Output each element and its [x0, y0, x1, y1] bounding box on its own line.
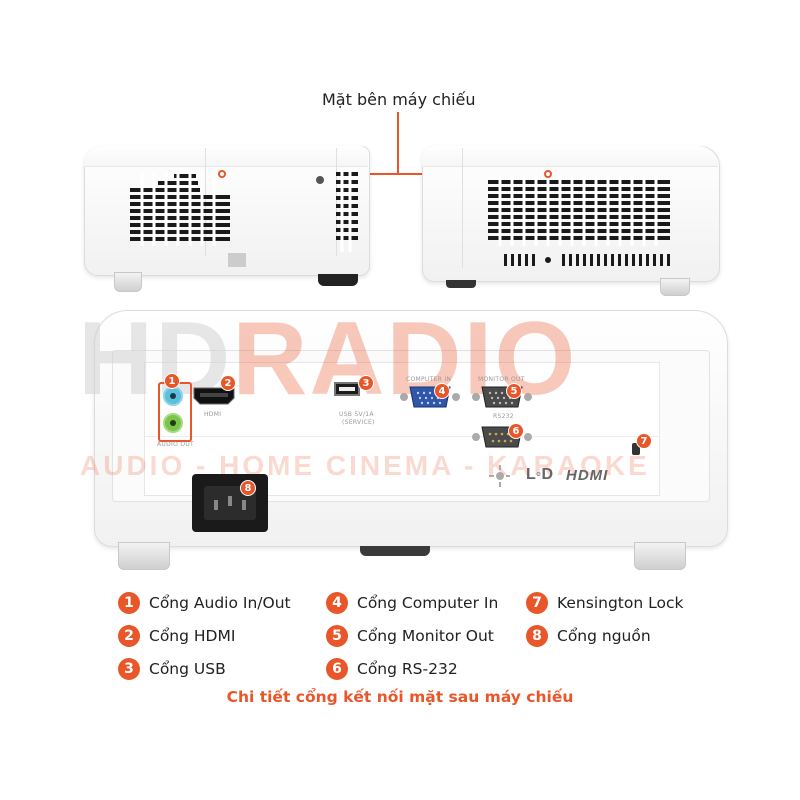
kensington-lock-slot — [632, 443, 640, 455]
side-vent-right — [488, 176, 670, 246]
legend-item-6: 6 Cổng RS-232 — [326, 657, 458, 681]
legend-item-2: 2 Cổng HDMI — [118, 624, 235, 648]
monitor-out-label: MONITOR OUT — [478, 376, 525, 383]
legend-item-8: 8 Cổng nguồn — [526, 624, 651, 648]
side-view-label: Mặt bên máy chiếu — [322, 90, 476, 109]
vga-port-monitor-out — [472, 386, 532, 408]
usb-label-service: (SERVICE) — [342, 419, 375, 426]
audio-out-label: AUDIO OUT — [157, 441, 194, 448]
badge-5: 5 — [506, 383, 522, 399]
caption: Chi tiết cổng kết nối mặt sau máy chiếu — [226, 688, 574, 706]
legend-number: 8 — [526, 625, 548, 647]
usb-label: USB 5V/1A — [339, 411, 374, 418]
legend-number: 7 — [526, 592, 548, 614]
callout-horizontal-line — [222, 173, 548, 175]
legend-text: Kensington Lock — [557, 594, 684, 612]
badge-4: 4 — [434, 383, 450, 399]
badge-3: 3 — [358, 375, 374, 391]
legend-number: 3 — [118, 658, 140, 680]
legend-text: Cổng Monitor Out — [357, 627, 494, 645]
badge-2: 2 — [220, 375, 236, 391]
hdmi-label: HDMI — [204, 411, 222, 418]
legend-number: 2 — [118, 625, 140, 647]
legend-item-7: 7 Kensington Lock — [526, 591, 683, 615]
legend-number: 6 — [326, 658, 348, 680]
badge-8: 8 — [240, 480, 256, 496]
side-vent-left — [130, 172, 230, 246]
hdmi-logo: HDMI — [566, 467, 609, 484]
sun-logo-icon — [489, 465, 510, 487]
watermark-tagline: AUDIO - HOME CINEMA - KARAOKE — [80, 450, 650, 481]
side-vent-bottom-right — [504, 254, 670, 266]
callout-dot-right — [544, 170, 552, 178]
legend-number: 4 — [326, 592, 348, 614]
led-logo: L◦D — [526, 466, 553, 483]
legend-text: Cổng HDMI — [149, 627, 236, 645]
badge-7: 7 — [636, 433, 652, 449]
badge-6: 6 — [508, 423, 524, 439]
legend-item-3: 3 Cổng USB — [118, 657, 226, 681]
callout-vertical-line — [397, 112, 399, 174]
legend-item-4: 4 Cổng Computer In — [326, 591, 498, 615]
rs232-label: RS232 — [493, 413, 514, 420]
legend-text: Cổng nguồn — [557, 627, 651, 645]
legend-text: Cổng Audio In/Out — [149, 594, 291, 612]
usb-port — [334, 382, 360, 396]
side-vent-front-left — [336, 172, 358, 252]
callout-dot-left — [218, 170, 226, 178]
audio-out-jack — [163, 413, 183, 433]
legend-number: 1 — [118, 592, 140, 614]
legend-text: Cổng RS-232 — [357, 660, 458, 678]
legend-text: Cổng Computer In — [357, 594, 499, 612]
computer-in-label: COMPUTER IN — [406, 376, 452, 383]
badge-1: 1 — [164, 373, 180, 389]
legend-text: Cổng USB — [149, 660, 226, 678]
legend-item-5: 5 Cổng Monitor Out — [326, 624, 494, 648]
legend-number: 5 — [326, 625, 348, 647]
legend-item-1: 1 Cổng Audio In/Out — [118, 591, 291, 615]
power-port — [192, 474, 268, 532]
rs232-port — [472, 426, 532, 448]
vga-port-computer-in — [400, 386, 460, 408]
